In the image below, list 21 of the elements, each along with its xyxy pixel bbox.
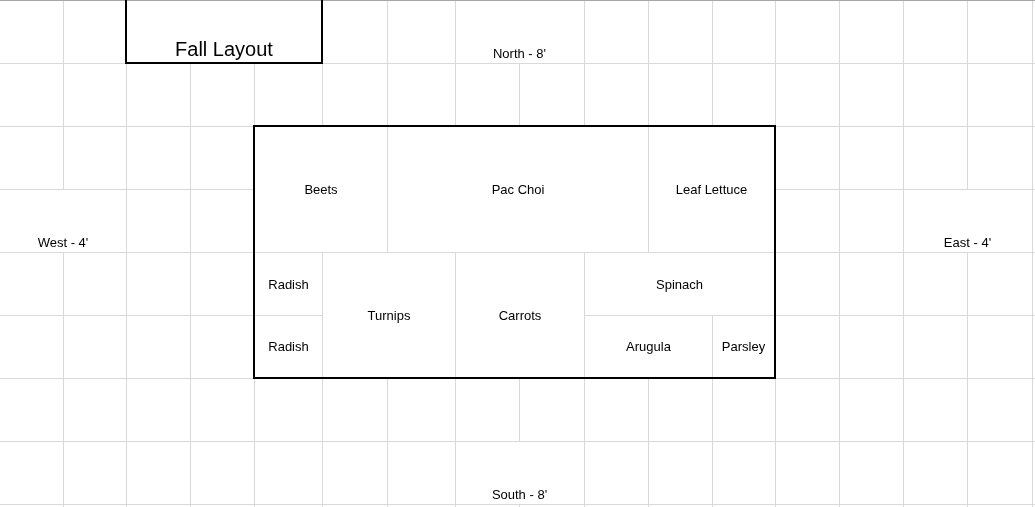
plant-label: Turnips [367, 307, 411, 323]
title: Fall Layout [175, 37, 273, 61]
plant-label: Arugula [626, 339, 671, 354]
plant-label: Pac Choi [491, 182, 545, 197]
planting-section [712, 315, 774, 377]
plant-label: Carrots [498, 307, 542, 323]
planting-section [455, 252, 584, 377]
plant-label: Radish [268, 276, 309, 292]
planting-section [584, 315, 712, 377]
side-length-label: North - 8' [492, 47, 547, 61]
plant-label: Leaf Lettuce [675, 182, 748, 197]
planting-section [322, 252, 455, 377]
plant-label: Parsley [721, 339, 766, 354]
garden-bed [253, 125, 776, 379]
plant-label: Beets [304, 182, 338, 197]
side-length-label: East - 4' [943, 236, 992, 250]
planting-section [584, 252, 774, 315]
side-length-label: South - 8' [491, 488, 548, 502]
side-length-label: West - 4' [37, 236, 89, 250]
plant-label: Radish [268, 339, 309, 354]
plant-label: Spinach [656, 276, 703, 292]
